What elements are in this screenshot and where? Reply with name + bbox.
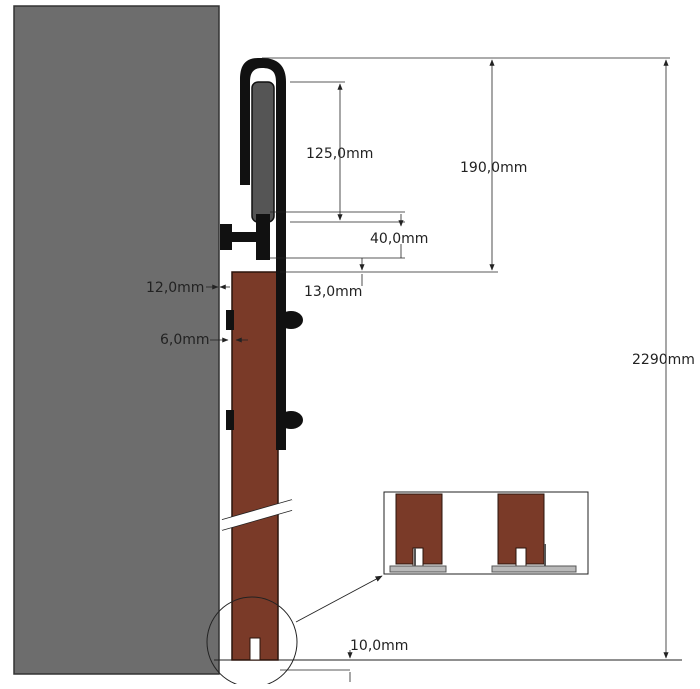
label-hanger-height: 190,0mm [460, 160, 527, 176]
hanger-hardware [220, 58, 303, 450]
roller-wheel [251, 81, 275, 223]
dimension-lines [206, 57, 670, 682]
label-total-height: 2290mm [632, 352, 695, 368]
label-guide-gap: 6,0mm [160, 332, 210, 348]
label-door-to-wall: 12,0mm [146, 280, 204, 296]
label-floor-gap: 10,0mm [350, 638, 408, 654]
wall-panel [13, 5, 220, 675]
label-door-gap-top: 13,0mm [304, 284, 362, 300]
label-bracket-offset: 40,0mm [370, 231, 428, 247]
detail-inset [383, 491, 589, 575]
door-leaf [221, 271, 293, 661]
label-wheel-height: 125,0mm [306, 146, 373, 162]
